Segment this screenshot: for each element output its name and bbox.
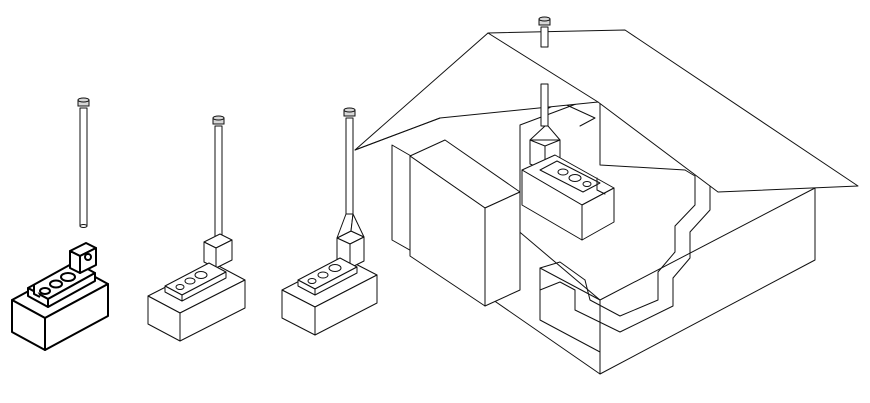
stage-4-house <box>354 16 859 375</box>
stage-1-stove <box>11 97 109 351</box>
stove-top-3 <box>297 257 358 296</box>
house-stove <box>521 154 615 241</box>
house-duct <box>539 165 711 333</box>
house-left-block <box>409 139 521 307</box>
house-roof <box>354 29 859 193</box>
stage-3-stove <box>281 107 378 336</box>
flue-collar-1 <box>69 242 97 274</box>
flue-pipe-1 <box>77 97 90 228</box>
flue-pipe-3 <box>343 107 356 215</box>
flue-pipe-2 <box>212 115 225 243</box>
house-chimney <box>538 16 551 48</box>
hood-3 <box>336 213 365 269</box>
stage-2-stove <box>147 115 246 342</box>
flue-collar-2 <box>203 233 233 269</box>
stove-top-1 <box>27 261 96 308</box>
stove-top-2 <box>164 262 227 302</box>
